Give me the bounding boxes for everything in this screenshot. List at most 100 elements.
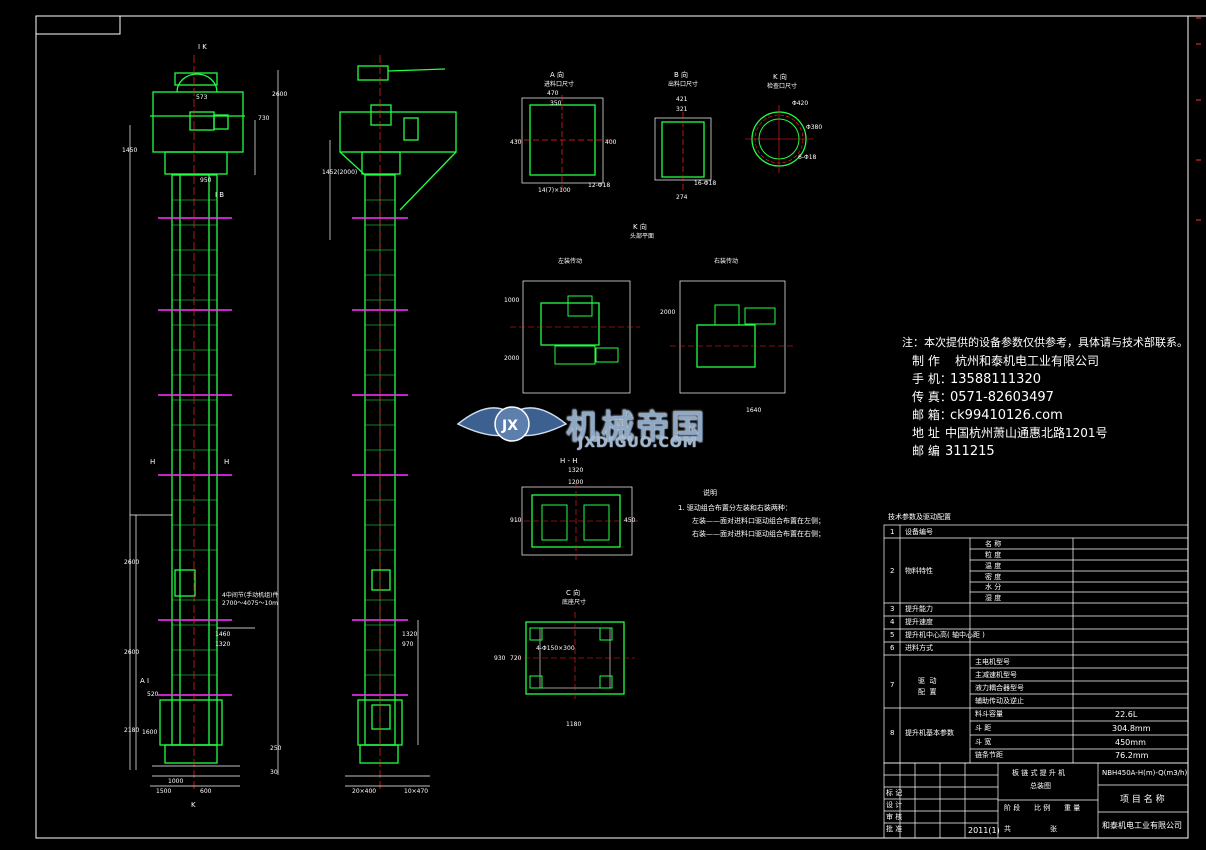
- dim-text: 2600: [272, 91, 288, 98]
- view-hh-label: H - H: [560, 457, 578, 465]
- dim-text: 4中间节(手动机组)件: [222, 592, 279, 599]
- view-a-sub: 进料口尺寸: [544, 81, 575, 88]
- spec-row-no: 6: [890, 644, 895, 652]
- dim-text: 1200: [568, 479, 584, 486]
- title-model: NBH450A-H(m)-Q(m3/h): [1102, 769, 1188, 777]
- title-c4: 共: [1004, 825, 1011, 833]
- dim-text: 1000: [168, 778, 184, 785]
- spec-item: 名 称: [985, 540, 1002, 548]
- dim-text: 2000: [660, 309, 676, 316]
- title-c5: 张: [1050, 825, 1057, 833]
- dim-text: 30: [270, 769, 278, 776]
- dim-text: 520: [147, 691, 159, 698]
- view-b-label: B 向: [674, 71, 689, 79]
- section-k-bottom: K: [191, 801, 196, 809]
- dim-text: 421: [676, 96, 688, 103]
- drawing-frame: [35, 15, 1206, 839]
- view-k-head-right: [670, 280, 795, 394]
- spec-item: 温 度: [985, 562, 1002, 570]
- spec-row-label: 驱 动 配 置: [918, 677, 937, 696]
- dim-text: 400: [605, 139, 617, 146]
- remarks-title: 说明: [703, 489, 717, 497]
- spec-item: 链条节距: [975, 751, 1003, 759]
- title-c1: 阶 段: [1004, 804, 1021, 812]
- view-k-inspection-port: [745, 105, 813, 173]
- email-label: 邮 箱：: [912, 408, 952, 422]
- address-value: 中国杭州萧山通惠北路1201号: [945, 426, 1108, 440]
- title-block-grid: [883, 762, 1189, 839]
- dim-text: 930: [494, 655, 506, 662]
- dim-text: 10×470: [404, 788, 429, 795]
- view-k-mid-sub: 头部平面: [630, 233, 655, 240]
- dim-text: 1320: [568, 467, 584, 474]
- dim-text: 1460: [215, 631, 231, 638]
- dim-text: 430: [510, 139, 522, 146]
- frame-corner-marks: [1196, 17, 1201, 221]
- spec-row-no: 4: [890, 618, 895, 626]
- dim-text: 14(7)×100: [538, 187, 571, 194]
- watermark-subtitle: JXDIGUO.COM: [578, 435, 698, 451]
- company-label: 制 作: [912, 354, 940, 368]
- title-c3: 重 量: [1064, 804, 1081, 812]
- view-c-base: [515, 612, 635, 702]
- view-k-head-left: [510, 280, 640, 394]
- spec-row-no: 8: [890, 729, 895, 737]
- section-h-right: H: [224, 458, 230, 466]
- dim-text: 2600: [124, 649, 140, 656]
- view-k-top-label: K 向: [773, 73, 787, 81]
- spec-item: 斗 宽: [975, 738, 992, 746]
- spec-row-label: 设备编号: [905, 528, 933, 536]
- section-ib: I B: [215, 191, 225, 199]
- spec-item: 水 分: [985, 583, 1002, 591]
- title-c2: 比 例: [1034, 804, 1051, 812]
- dim-text: 1180: [566, 721, 582, 728]
- view-a-inlet: [515, 95, 610, 190]
- svg-text:JX: JX: [501, 418, 518, 434]
- dim-text: 1500: [156, 788, 172, 795]
- spec-item: 辅助传动及逆止: [975, 697, 1024, 705]
- dim-text: 2700～4075～10m: [222, 600, 279, 607]
- title-r4: 批 准: [886, 825, 903, 833]
- fax-value: 0571-82603497: [950, 390, 1054, 405]
- remarks-line3: 右装——面对进料口驱动组合布置在右侧；: [692, 530, 825, 538]
- dim-text: 2000: [504, 355, 520, 362]
- dim-text: 600: [200, 788, 212, 795]
- disclaimer-note: 注：本次提供的设备参数仅供参考，具体请与技术部联系。: [902, 336, 1188, 349]
- dim-text: 321: [676, 106, 688, 113]
- dim-text: 1640: [746, 407, 762, 414]
- spec-row-no: 7: [890, 681, 895, 689]
- spec-item: 密 度: [985, 573, 1002, 581]
- spec-row-no: 2: [890, 567, 895, 575]
- view-k-top-sub: 检查口尺寸: [767, 83, 798, 90]
- section-ik-top: I K: [198, 43, 207, 51]
- dim-text: 2600: [124, 559, 140, 566]
- spec-item: 湿 度: [985, 594, 1002, 602]
- spec-row-label: 物料特性: [905, 567, 933, 575]
- spec-item: 粒 度: [985, 551, 1002, 559]
- remarks-line1: 1. 驱动组合布置分左装和右装两种：: [678, 504, 792, 512]
- dim-text: 950: [200, 177, 212, 184]
- dim-text: Φ420: [792, 100, 809, 107]
- dim-text: 4-Φ150×300: [536, 645, 575, 652]
- dim-text: 573: [196, 94, 208, 101]
- dim-text: 450: [624, 517, 636, 524]
- dim-text: 274: [676, 194, 688, 201]
- spec-item: 斗 距: [975, 724, 992, 732]
- view-c-label: C 向: [566, 589, 581, 597]
- dim-text: Φ380: [806, 124, 823, 131]
- dim-text: 2180: [124, 727, 140, 734]
- dim-text: 6-Φ18: [798, 154, 817, 161]
- zip-value: 311215: [945, 444, 995, 459]
- dim-text: 1000: [504, 297, 520, 304]
- spec-table-title: 技术参数及驱动配置: [888, 513, 951, 521]
- view-c-sub: 底座尺寸: [562, 599, 587, 606]
- left-install-label: 左装传动: [558, 258, 583, 265]
- company-value: 杭州和泰机电工业有限公司: [955, 354, 1100, 368]
- dim-text: 16-Φ18: [694, 180, 717, 187]
- dim-text: 1600: [142, 729, 158, 736]
- left-elevator-elevation: [129, 55, 279, 790]
- view-b-outlet: [654, 112, 712, 190]
- spec-item: 主电机型号: [975, 658, 1010, 666]
- spec-row-no: 3: [890, 605, 895, 613]
